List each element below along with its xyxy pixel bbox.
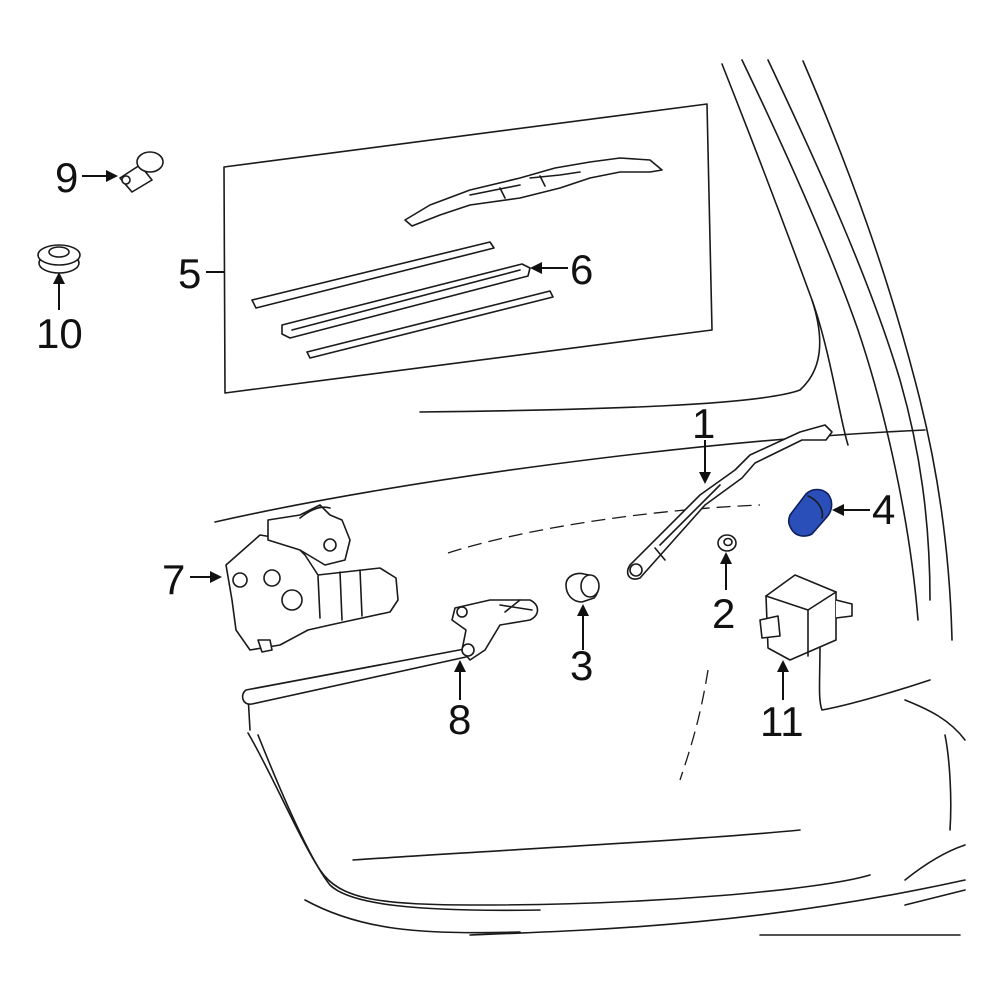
- callout-2: 2: [712, 590, 735, 637]
- wiper-refill-strip-2: [306, 290, 554, 359]
- callout-11: 11: [760, 698, 804, 745]
- callout-1: 1: [692, 400, 715, 447]
- callout-arrows: [53, 170, 870, 700]
- control-module-part: [759, 574, 853, 661]
- callout-8: 8: [448, 696, 471, 743]
- callout-7: 7: [162, 556, 185, 603]
- callout-3: 3: [570, 642, 593, 689]
- callout-10: 10: [36, 310, 83, 357]
- grommet-part: [37, 244, 81, 274]
- wiper-motor-part: [225, 504, 399, 653]
- callout-labels: 1 2 3 4 5 6 7 8 9 10 11: [36, 154, 895, 745]
- wiper-blade-part: [404, 157, 663, 227]
- nut-part: [717, 534, 737, 552]
- callout-9: 9: [55, 154, 78, 201]
- callout-4: 4: [872, 486, 895, 533]
- callout-5: 5: [178, 250, 201, 297]
- linkage-part: [241, 599, 539, 705]
- liftgate-outline: [214, 59, 966, 936]
- wiper-arm-part: [626, 424, 833, 580]
- bushing-part: [565, 572, 600, 603]
- wiper-refill-strip-1: [251, 241, 495, 309]
- washer-nozzle-part: [119, 151, 164, 193]
- highlighted-cap-part: [787, 488, 833, 537]
- wiper-refill-part: [281, 263, 531, 339]
- wiper-blade-inset-box: [223, 103, 713, 394]
- callout-6: 6: [570, 246, 593, 293]
